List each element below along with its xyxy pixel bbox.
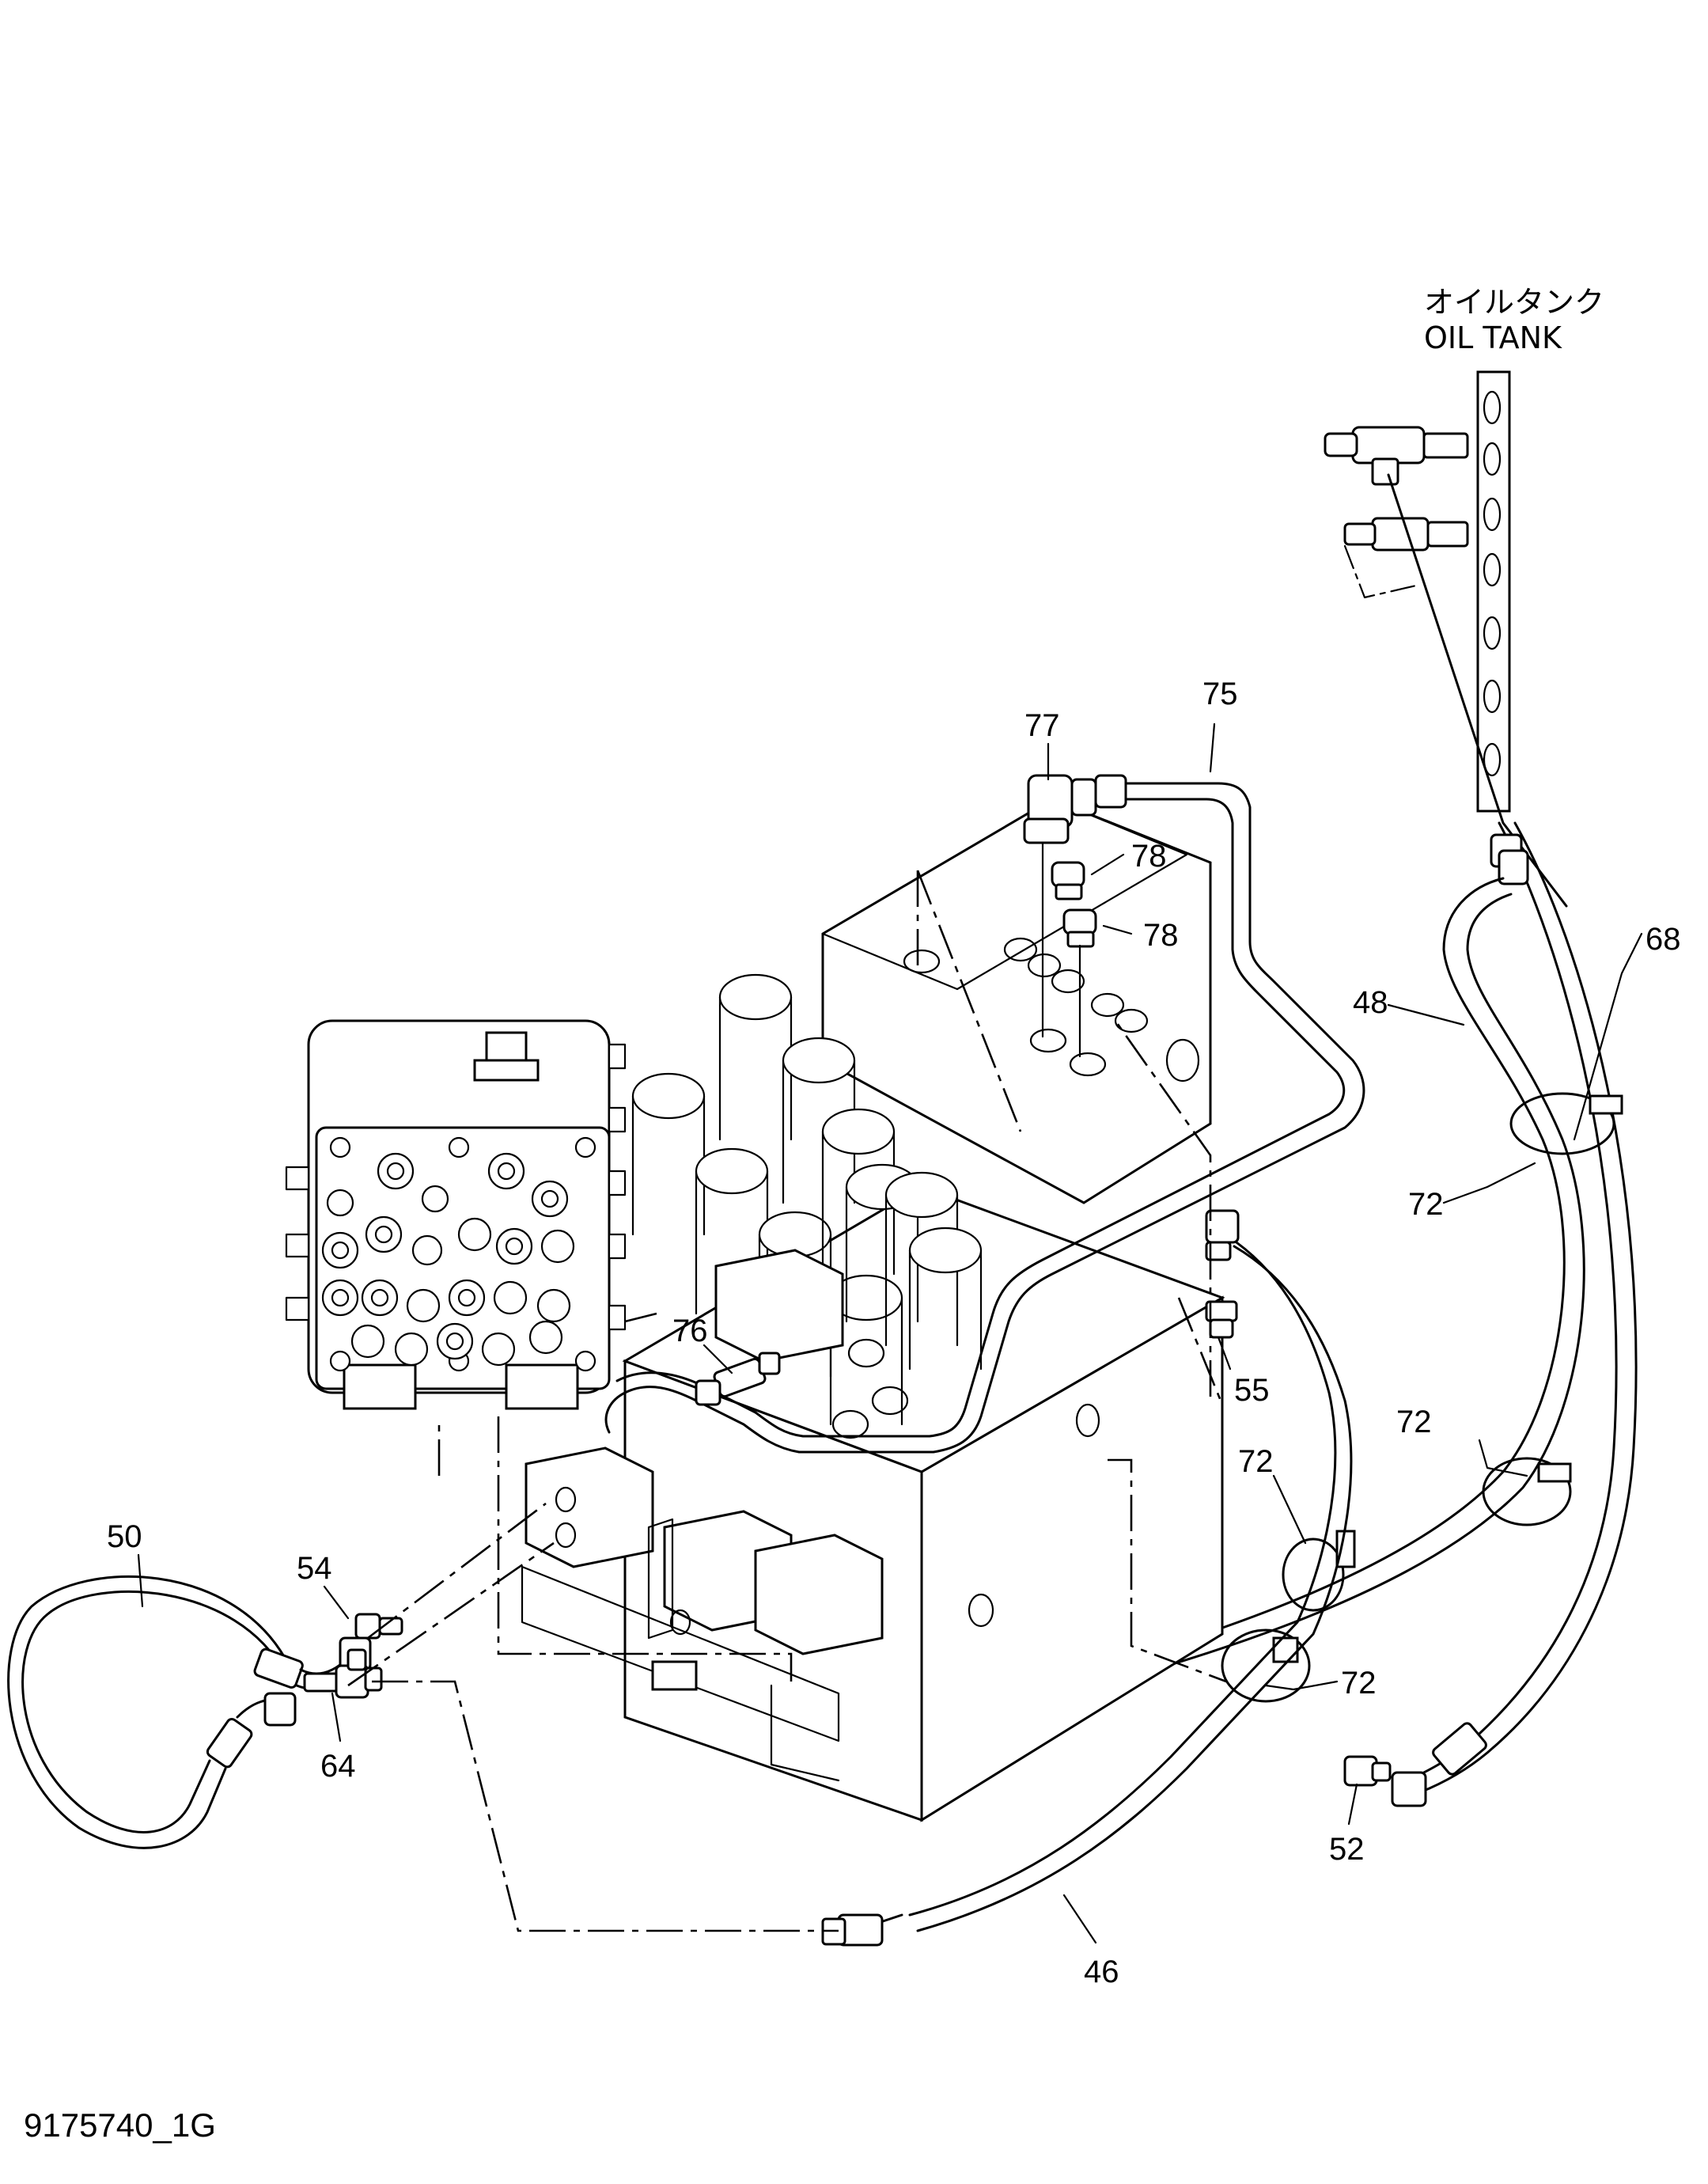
oil-tank-label-japanese: オイルタンク <box>1424 285 1604 320</box>
callout-75: 75 <box>1202 677 1238 711</box>
elbow-77 <box>1023 774 1097 844</box>
drawing-id: 9175740_1G <box>24 2106 216 2144</box>
connector-52 <box>1343 1755 1392 1787</box>
connector-54 <box>354 1613 403 1640</box>
leader-lines <box>137 722 1643 1944</box>
plug-78-upper <box>1051 861 1085 901</box>
hose-55-line <box>908 1209 1353 1932</box>
callout-64: 64 <box>320 1749 356 1784</box>
cable-tie-72-upper <box>1509 1092 1623 1155</box>
fitting-76 <box>695 1352 781 1406</box>
control-valve-body <box>521 798 1225 1822</box>
cable-tie-72-middle <box>1282 1530 1356 1612</box>
tank-straight-fitting <box>1343 517 1469 552</box>
callout-78-upper: 78 <box>1131 839 1167 874</box>
plug-78-lower <box>1062 908 1097 948</box>
connector-55 <box>1205 1300 1238 1339</box>
tank-tee-fitting <box>1324 426 1469 486</box>
callout-68: 68 <box>1646 922 1681 957</box>
callout-52: 52 <box>1329 1832 1365 1867</box>
cable-tie-72-lower <box>1221 1629 1311 1703</box>
hose-46 <box>821 1913 903 1947</box>
hose-68 <box>1387 473 1638 1807</box>
callout-46: 46 <box>1084 1955 1119 1989</box>
callout-72-lower: 72 <box>1341 1666 1377 1701</box>
oil-tank-label-english: OIL TANK <box>1424 320 1562 355</box>
hose-50 <box>7 1575 372 1849</box>
callout-72-right: 72 <box>1396 1405 1432 1439</box>
pilot-valve-block <box>285 1019 627 1410</box>
oil-tank-label: オイルタンク OIL TANK <box>1424 285 1604 355</box>
callout-55: 55 <box>1234 1373 1270 1408</box>
oil-tank-plate <box>1476 370 1511 813</box>
callout-54: 54 <box>297 1551 332 1586</box>
callout-77: 77 <box>1024 708 1060 743</box>
pipe-75 <box>604 774 1365 1454</box>
callout-72-middle: 72 <box>1238 1444 1274 1479</box>
callout-78-lower: 78 <box>1143 918 1179 953</box>
callout-76: 76 <box>672 1314 708 1348</box>
cable-tie-72-right <box>1482 1457 1572 1526</box>
callout-50: 50 <box>107 1519 142 1554</box>
callout-72-upper: 72 <box>1408 1187 1444 1222</box>
connection-lines <box>347 870 1227 1932</box>
callout-labels: 75 77 78 78 68 48 72 72 72 72 76 55 50 5… <box>107 677 1681 1989</box>
callout-48: 48 <box>1353 985 1388 1020</box>
